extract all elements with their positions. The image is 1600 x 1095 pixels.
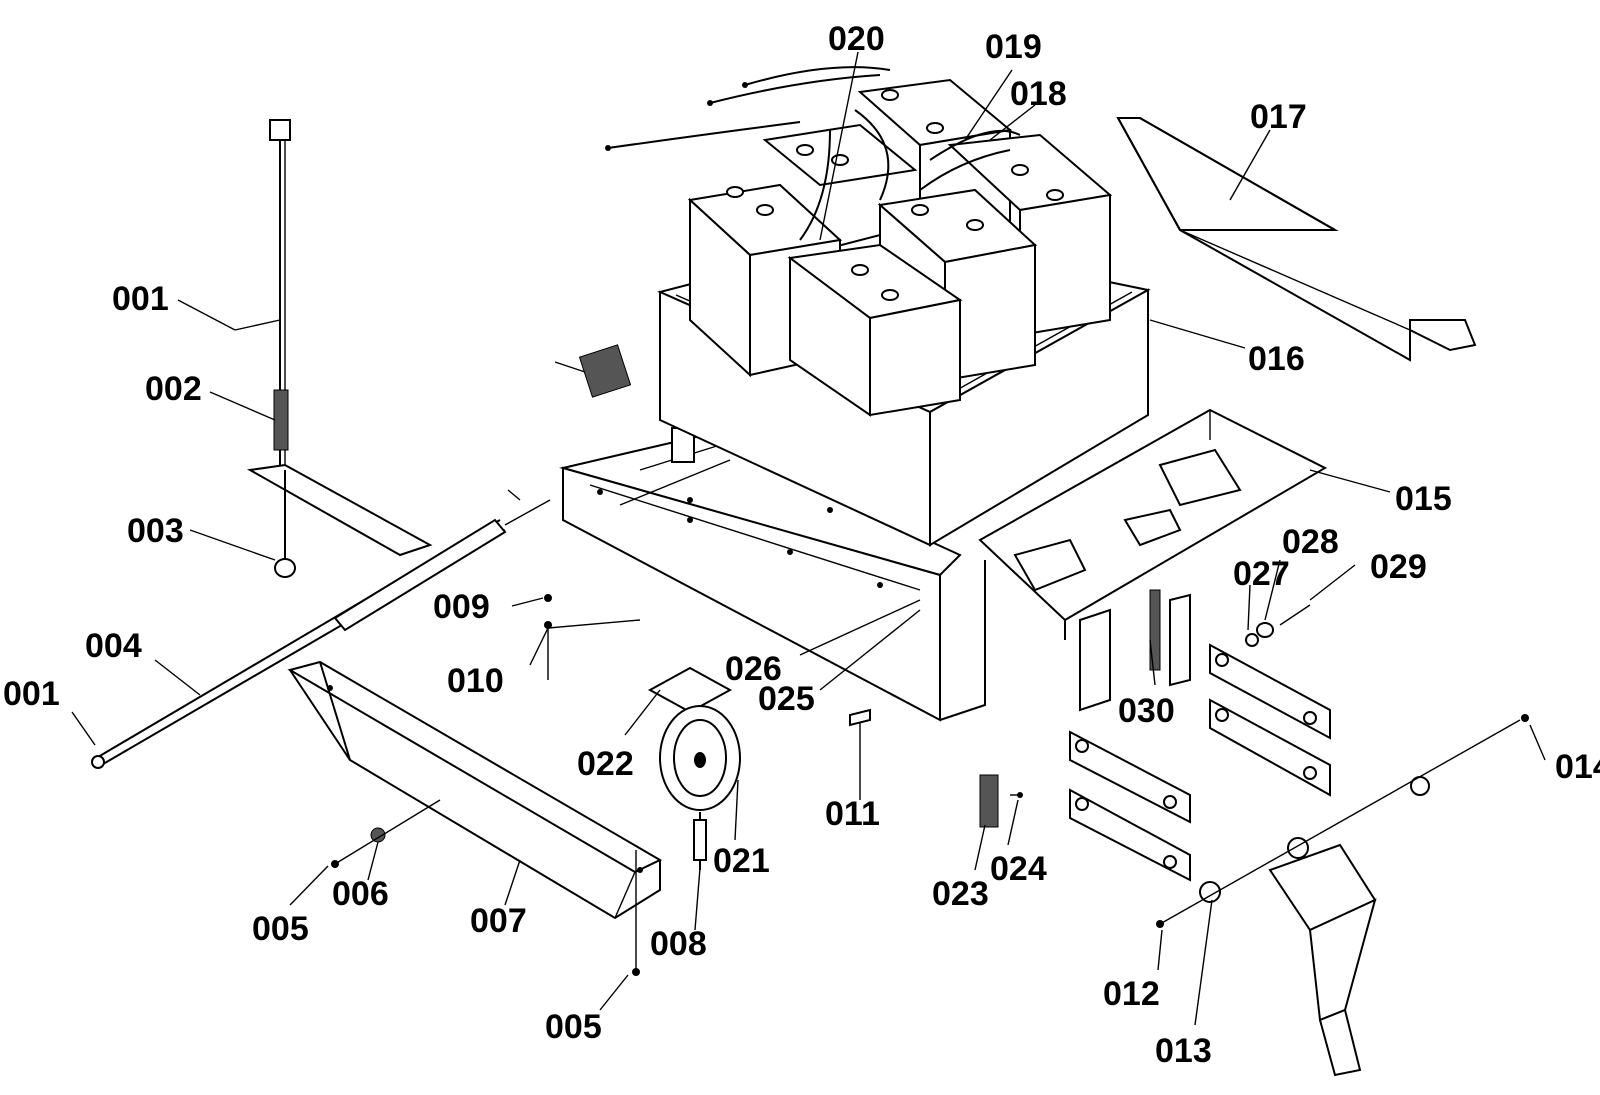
label-006: 006 — [332, 875, 389, 913]
label-030: 030 — [1118, 692, 1175, 730]
leader-lines — [71, 51, 1546, 1026]
platform-plate — [978, 408, 1328, 712]
spring-rod-assembly — [234, 119, 291, 470]
small-hardware — [331, 344, 1311, 976]
label-009: 009 — [433, 588, 490, 626]
label-012: 012 — [1103, 975, 1160, 1013]
label-017: 017 — [1250, 98, 1307, 136]
label-027: 027 — [1233, 555, 1290, 593]
label-014: 014 — [1555, 748, 1600, 786]
foot-bracket — [246, 463, 433, 578]
label-024: 024 — [990, 850, 1047, 888]
batteries — [605, 66, 1113, 417]
label-005-left: 005 — [252, 910, 309, 948]
label-028: 028 — [1282, 523, 1339, 561]
label-018: 018 — [1010, 75, 1067, 113]
label-005-bottom: 005 — [545, 1008, 602, 1046]
label-020: 020 — [828, 20, 885, 58]
label-015: 015 — [1395, 480, 1452, 518]
support-rod — [91, 489, 551, 769]
label-029: 029 — [1370, 548, 1427, 586]
label-025: 025 — [758, 680, 815, 718]
label-019: 019 — [985, 28, 1042, 66]
label-008: 008 — [650, 925, 707, 963]
caster-wheel — [647, 666, 741, 870]
label-013: 013 — [1155, 1032, 1212, 1070]
label-021: 021 — [713, 842, 770, 880]
side-cover-left — [287, 660, 663, 920]
label-001-top: 001 — [112, 280, 169, 318]
part-number-labels: 001 002 003 004 001 005 006 007 005 008 … — [3, 20, 1600, 1070]
label-002: 002 — [145, 370, 202, 408]
label-010: 010 — [447, 662, 504, 700]
label-004: 004 — [85, 627, 142, 665]
chassis-frame — [559, 427, 986, 722]
label-003: 003 — [127, 512, 184, 550]
linear-actuator — [1156, 714, 1529, 1077]
counter-weights — [1069, 643, 1331, 882]
label-023: 023 — [932, 875, 989, 913]
label-016: 016 — [1248, 340, 1305, 378]
label-007: 007 — [470, 902, 527, 940]
drawing — [71, 51, 1546, 1077]
side-cover-right — [1116, 117, 1477, 362]
label-011: 011 — [825, 795, 880, 833]
battery-cables — [605, 66, 1021, 241]
label-001-bottom: 001 — [3, 675, 60, 713]
label-022: 022 — [577, 745, 634, 783]
label-026: 026 — [725, 650, 782, 688]
